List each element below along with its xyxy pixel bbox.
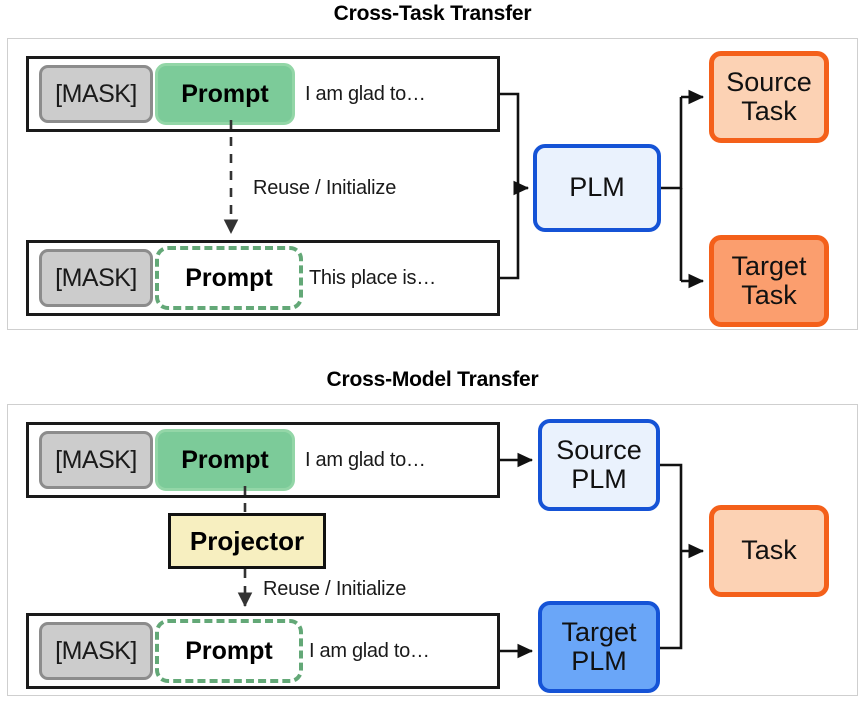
sequence-row-target-task: [MASK] Prompt This place is…	[26, 240, 500, 316]
node-target-task-label-2: Task	[741, 280, 797, 310]
node-target-plm: Target PLM	[538, 601, 660, 693]
node-projector: Projector	[168, 513, 326, 569]
sequence-text-target: I am glad to…	[309, 639, 430, 662]
node-source-plm-label-1: Source	[556, 434, 642, 465]
mask-token-chip: [MASK]	[39, 622, 153, 680]
prompt-chip-label: Prompt	[181, 445, 269, 474]
prompt-chip-label: Prompt	[181, 79, 269, 108]
sequence-text-source: I am glad to…	[305, 82, 426, 105]
node-source-task-label-2: Task	[741, 96, 797, 126]
transfer-label-cross-task: Reuse / Initialize	[253, 177, 397, 199]
mask-token-chip: [MASK]	[39, 65, 153, 123]
mask-token-label: [MASK]	[55, 79, 137, 108]
sequence-row-target-model: [MASK] Prompt I am glad to…	[26, 613, 500, 689]
sequence-text-target: This place is…	[309, 266, 436, 289]
mask-token-label: [MASK]	[55, 636, 137, 665]
node-task-label: Task	[741, 535, 797, 566]
mask-token-label: [MASK]	[55, 445, 137, 474]
node-source-plm: Source PLM	[538, 419, 660, 511]
node-target-plm-label-1: Target	[561, 616, 637, 647]
prompt-chip-solid: Prompt	[155, 63, 295, 125]
panel-title-cross-task: Cross-Task Transfer	[333, 2, 532, 25]
prompt-chip-label: Prompt	[185, 263, 273, 292]
prompt-chip-solid: Prompt	[155, 429, 295, 491]
node-projector-label: Projector	[189, 525, 305, 556]
panel-title-cross-model: Cross-Model Transfer	[326, 368, 539, 391]
node-plm: PLM	[533, 144, 661, 232]
sequence-row-source-model: [MASK] Prompt I am glad to…	[26, 422, 500, 498]
transfer-label-cross-model: Reuse / Initialize	[263, 578, 407, 600]
node-target-task: Target Task	[709, 235, 829, 327]
node-source-task: Source Task	[709, 51, 829, 143]
prompt-chip-dashed: Prompt	[155, 619, 303, 683]
mask-token-chip: [MASK]	[39, 249, 153, 307]
node-target-task-label-1: Target	[731, 250, 807, 281]
sequence-row-source-task: [MASK] Prompt I am glad to…	[26, 56, 500, 132]
prompt-chip-dashed: Prompt	[155, 246, 303, 310]
sequence-text-source: I am glad to…	[305, 448, 426, 471]
prompt-chip-label: Prompt	[185, 636, 273, 665]
node-plm-label: PLM	[569, 172, 625, 203]
node-source-plm-label-2: PLM	[571, 464, 627, 494]
mask-token-chip: [MASK]	[39, 431, 153, 489]
node-target-plm-label-2: PLM	[571, 646, 627, 676]
mask-token-label: [MASK]	[55, 263, 137, 292]
node-source-task-label-1: Source	[726, 66, 812, 97]
node-task: Task	[709, 505, 829, 597]
